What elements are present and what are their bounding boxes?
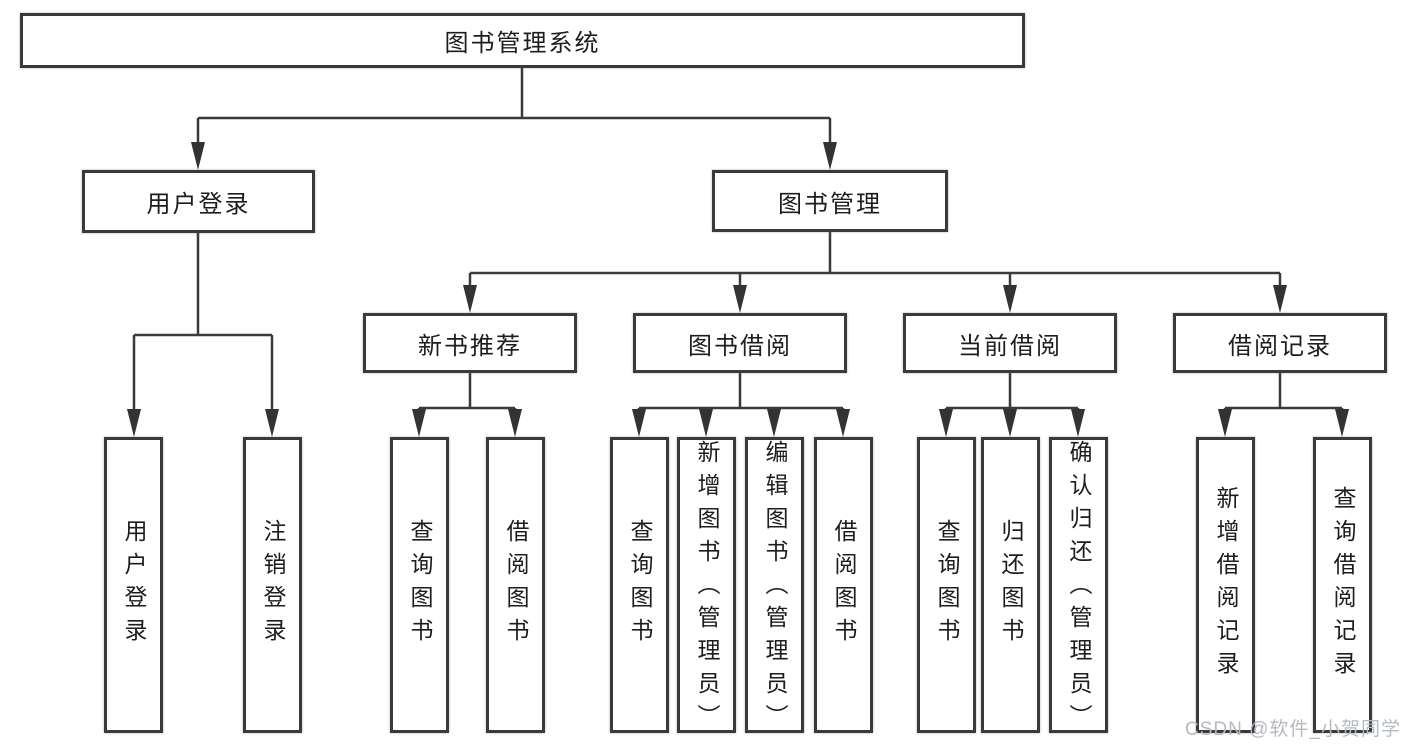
node-new-book-recommendation: 新书推荐 (363, 313, 577, 373)
leaf-query-books-recommend: 查询图书 (390, 437, 449, 733)
leaf-query-borrow-record: 查询借阅记录 (1313, 437, 1372, 733)
leaf-logout: 注销登录 (243, 437, 302, 733)
node-root: 图书管理系统 (20, 13, 1025, 68)
leaf-query-books-borrow: 查询图书 (610, 437, 669, 733)
node-borrowing-records: 借阅记录 (1173, 313, 1387, 373)
leaf-borrow-books-recommend: 借阅图书 (486, 437, 545, 733)
leaf-edit-book-admin: 编辑图书（管理员） (745, 437, 804, 737)
leaf-add-borrow-record: 新增借阅记录 (1196, 437, 1255, 733)
leaf-query-books-current: 查询图书 (917, 437, 976, 733)
node-book-management: 图书管理 (712, 170, 948, 232)
leaf-borrow-books: 借阅图书 (814, 437, 873, 733)
node-current-borrowing: 当前借阅 (903, 313, 1117, 373)
leaf-add-book-admin: 新增图书（管理员） (677, 437, 736, 737)
node-user-login: 用户登录 (82, 170, 315, 233)
csdn-watermark: CSDN @软件_小贺同学 (1185, 719, 1401, 740)
leaf-user-login: 用户登录 (104, 437, 163, 733)
leaf-confirm-return-admin: 确认归还（管理员） (1049, 437, 1108, 737)
node-book-borrowing: 图书借阅 (633, 313, 847, 373)
leaf-return-book: 归还图书 (981, 437, 1040, 733)
